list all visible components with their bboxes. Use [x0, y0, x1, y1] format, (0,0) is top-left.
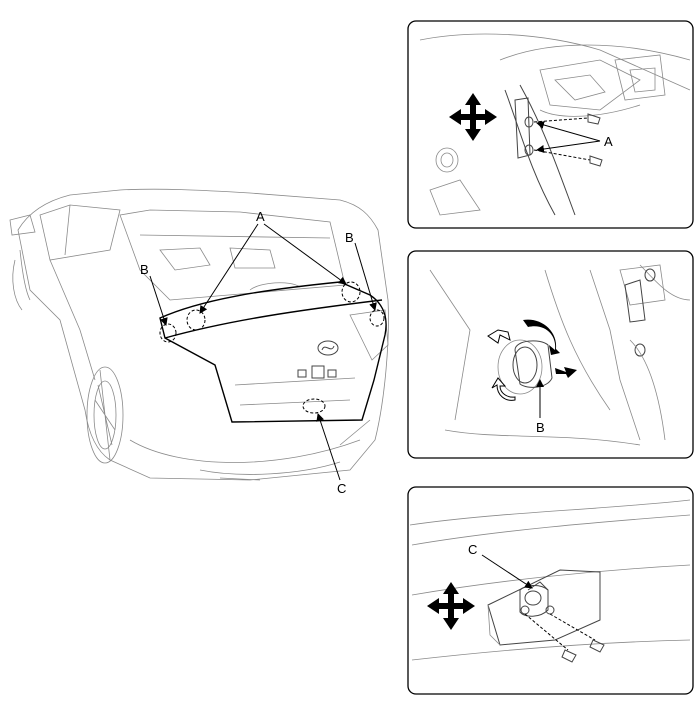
- panel-trunk-stay-clips: A: [407, 20, 694, 229]
- car-rear-view: A B B C: [9, 188, 389, 496]
- clip-a-left-marker: [186, 309, 206, 331]
- bumper-b-left-marker: [159, 323, 177, 343]
- panel-bumper-stopper: B: [407, 250, 694, 459]
- striker-c-marker: [302, 398, 326, 414]
- label-c-main: C: [337, 481, 346, 496]
- label-a-panel1: A: [604, 134, 613, 149]
- label-a-main: A: [256, 209, 265, 224]
- bumper-b-right-marker: [369, 309, 385, 327]
- label-c-panel3: C: [468, 542, 477, 557]
- label-b-panel2: B: [536, 420, 545, 435]
- emblem-icon: [317, 340, 339, 356]
- trunk-lid-outline: [159, 281, 387, 423]
- clip-a-right-marker: [341, 281, 361, 303]
- car-body-outline: [17, 188, 389, 481]
- label-b-left: B: [140, 262, 149, 277]
- label-b-right: B: [345, 230, 354, 245]
- panel-trunk-striker: C: [407, 486, 694, 695]
